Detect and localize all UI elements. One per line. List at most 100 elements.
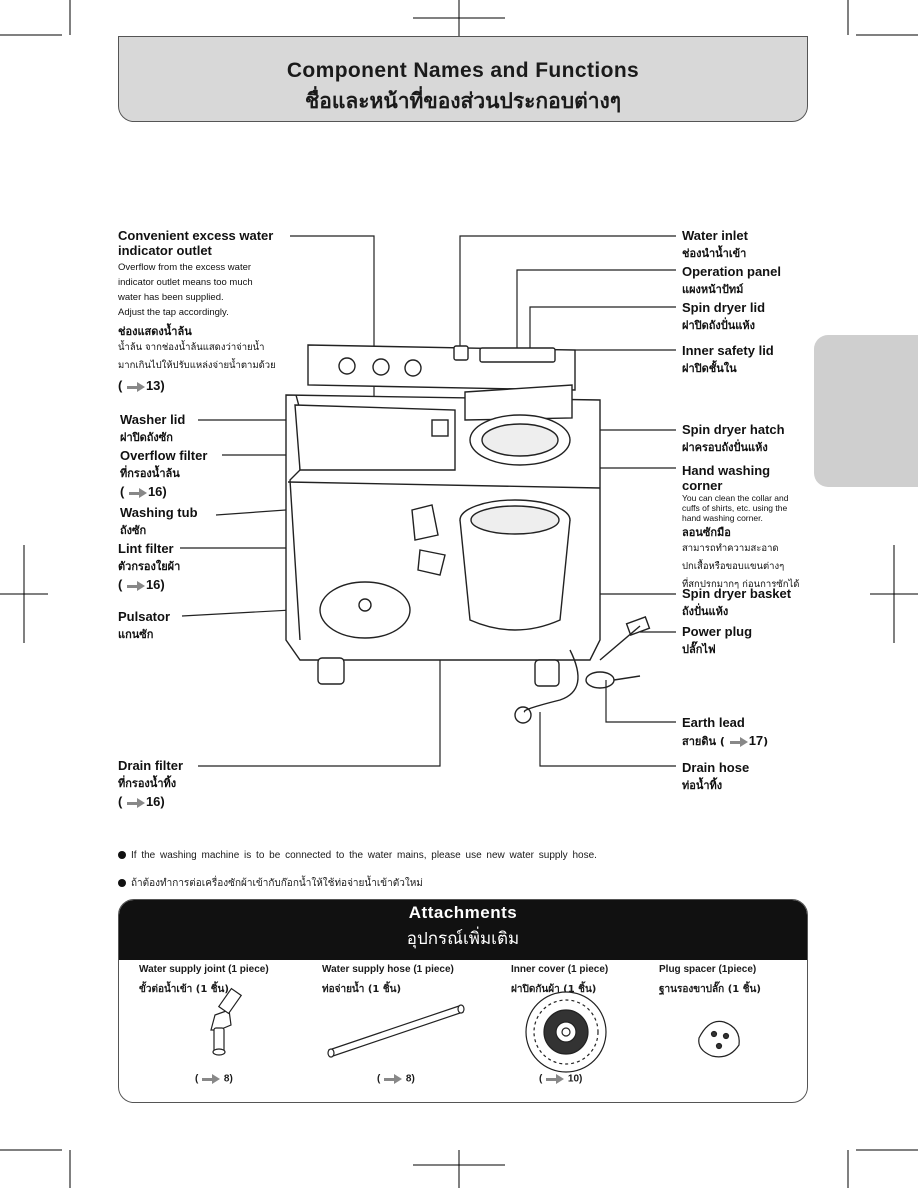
excess-water-desc-1: Overflow from the excess water [118,262,252,273]
page-reference: ( 13) [118,378,165,393]
label-overflow-filter: Overflow filter ที่กรองน้ำล้น ( 16) [120,448,207,500]
label-excess-water-outlet: Convenient excess water indicator outlet… [118,228,308,394]
label-washer-lid: Washer lid ฝาปิดถังซัก [120,412,185,445]
attachment-inner-cover: Inner cover (1 piece) ฝาปิดกันผ้า (1 ชิ้… [511,964,608,997]
drain-hose-title: Drain hose [682,760,750,775]
power-plug-title: Power plug [682,624,753,639]
water-supply-joint-image [210,987,243,1056]
pointing-hand-icon [729,737,748,747]
hand-washing-desc-2: cuffs of shirts, etc. using the [682,503,788,513]
attachment-plug-spacer: Plug spacer (1piece) ฐานรองขาปลั๊ก (1 ชิ… [659,964,761,997]
earth-lead-thai-line: สายดิน ( 17) [682,733,769,748]
note-thai: ถ้าต้องทำการต่อเครื่องซักผ้าเข้ากับก๊อกน… [118,876,423,891]
washer-lid-title: Washer lid [120,412,186,427]
excess-water-desc-4: Adjust the tap accordingly. [118,307,229,318]
drain-filter-title: Drain filter [118,758,184,773]
pointing-hand-icon [128,487,147,498]
spin-dryer-lid-title-thai: ฝาปิดถังปั่นแห้ง [682,319,755,332]
page-title-thai: ชื่อและหน้าที่ของส่วนประกอบต่างๆ [304,89,622,113]
label-drain-hose: Drain hose ท่อน้ำทิ้ง [682,760,749,793]
drain-filter-title-thai: ที่กรองน้ำทิ้ง [118,777,177,790]
title-banner: Component Names and Functions ชื่อและหน้… [118,36,808,122]
label-drain-filter: Drain filter ที่กรองน้ำทิ้ง ( 16) [118,758,183,810]
hand-washing-corner-title: Hand washing corner [682,463,771,493]
label-lint-filter: Lint filter ตัวกรองใยผ้า ( 16) [118,541,180,593]
pointing-hand-icon [384,1074,403,1084]
spin-dryer-lid-title: Spin dryer lid [682,300,766,315]
label-pulsator: Pulsator แกนซัก [118,609,170,642]
attachment-ref-hose: ( 8) [377,1073,415,1085]
attachment-water-supply-joint: Water supply joint (1 piece) ขั้วต่อน้ำเ… [139,964,269,997]
plug-spacer-image [698,1020,740,1058]
bullet-icon [118,851,126,860]
pointing-hand-icon [546,1074,565,1084]
attachment-name-thai: ขั้วต่อน้ำเข้า (1 ชิ้น) [139,984,229,995]
inner-cover-image [525,991,607,1073]
attachment-name-thai: ฝาปิดกันผ้า (1 ชิ้น) [511,984,597,995]
label-hand-washing-corner: Hand washing corner You can clean the co… [682,463,814,594]
operation-panel-title: Operation panel [682,264,781,279]
earth-lead-title: Earth lead [682,715,745,730]
label-water-inlet: Water inlet ช่องนำน้ำเข้า [682,228,748,261]
label-power-plug: Power plug ปลั๊กไฟ [682,624,752,657]
attachments-title: Attachments [408,903,518,922]
attachment-name-thai: ฐานรองขาปลั๊ก (1 ชิ้น) [659,984,761,995]
ref-number: 16 [147,484,163,499]
label-spin-dryer-lid: Spin dryer lid ฝาปิดถังปั่นแห้ง [682,300,765,333]
ref-number: 16 [145,577,161,592]
ref-number: 8 [223,1073,230,1085]
side-tab [814,335,918,487]
hand-washing-desc-3: hand washing corner. [682,513,763,523]
pulsator-title: Pulsator [118,609,171,624]
bullet-icon [118,879,126,887]
note-english-text: If the washing machine is to be connecte… [131,850,597,861]
hand-washing-desc-thai-3: ที่สกปรกมากๆ ก่อนการซักได้ [682,579,800,590]
spin-dryer-hatch-title-thai: ฝาครอบถังปั่นแห้ง [682,441,768,454]
label-spin-dryer-hatch: Spin dryer hatch ฝาครอบถังปั่นแห้ง [682,422,785,455]
hand-washing-desc-1: You can clean the collar and [682,493,789,503]
label-inner-safety-lid: Inner safety lid ฝาปิดชั้นใน [682,343,774,376]
attachment-name: Inner cover (1 piece) [511,964,609,975]
excess-water-desc-2: indicator outlet means too much [118,277,253,288]
washing-tub-title: Washing tub [120,505,198,520]
attachment-ref-joint: ( 8) [195,1073,233,1085]
spin-dryer-basket-title-thai: ถังปั่นแห้ง [682,605,729,618]
overflow-filter-title-thai: ที่กรองน้ำล้น [120,467,180,480]
lint-filter-title: Lint filter [118,541,174,556]
page-reference: ( 16) [118,794,165,809]
attachments-header: Attachments อุปกรณ์เพิ่มเติม [119,900,807,960]
label-operation-panel: Operation panel แผงหน้าปัทม์ [682,264,781,297]
earth-lead-title-thai: สายดิน [682,735,716,748]
water-supply-hose-image [327,1004,465,1058]
attachment-name: Water supply hose (1 piece) [322,964,454,975]
page-title: Component Names and Functions [286,59,640,82]
ref-number: 17 [748,733,764,748]
label-earth-lead: Earth lead สายดิน ( 17) [682,715,768,749]
pointing-hand-icon [202,1074,221,1084]
page-reference: ( 16) [120,484,167,499]
attachment-name: Water supply joint (1 piece) [139,964,269,975]
label-washing-tub: Washing tub ถังซัก [120,505,198,538]
attachment-name-thai: ท่อจ่ายน้ำ (1 ชิ้น) [322,984,402,995]
hand-washing-corner-title-thai: ลอนซักมือ [682,526,731,539]
ref-number: 10 [567,1073,580,1085]
ref-number: 13 [145,378,161,393]
inner-safety-lid-title: Inner safety lid [682,343,774,358]
pointing-hand-icon [126,580,145,591]
lint-filter-title-thai: ตัวกรองใยผ้า [118,560,181,573]
attachments-title-thai: อุปกรณ์เพิ่มเติม [406,929,520,949]
ref-number: 8 [405,1073,412,1085]
excess-water-desc-3: water has been supplied. [118,292,224,303]
washing-tub-title-thai: ถังซัก [120,524,147,537]
spin-dryer-hatch-title: Spin dryer hatch [682,422,785,437]
attachments-panel: Attachments อุปกรณ์เพิ่มเติม Water suppl… [118,899,808,1103]
note-english: If the washing machine is to be connecte… [118,850,597,861]
water-inlet-title-thai: ช่องนำน้ำเข้า [682,247,747,260]
excess-water-desc-thai-1: น้ำล้น จากช่องน้ำล้นแสดงว่าจ่ายน้ำ [118,342,265,353]
attachment-ref-cover: ( 10) [539,1073,583,1085]
hand-washing-desc-thai-1: สามารถทำความสะอาด [682,543,779,554]
attachment-name: Plug spacer (1piece) [659,964,757,975]
pointing-hand-icon [126,381,145,392]
excess-water-outlet-title: Convenient excess water indicator outlet [118,228,274,258]
